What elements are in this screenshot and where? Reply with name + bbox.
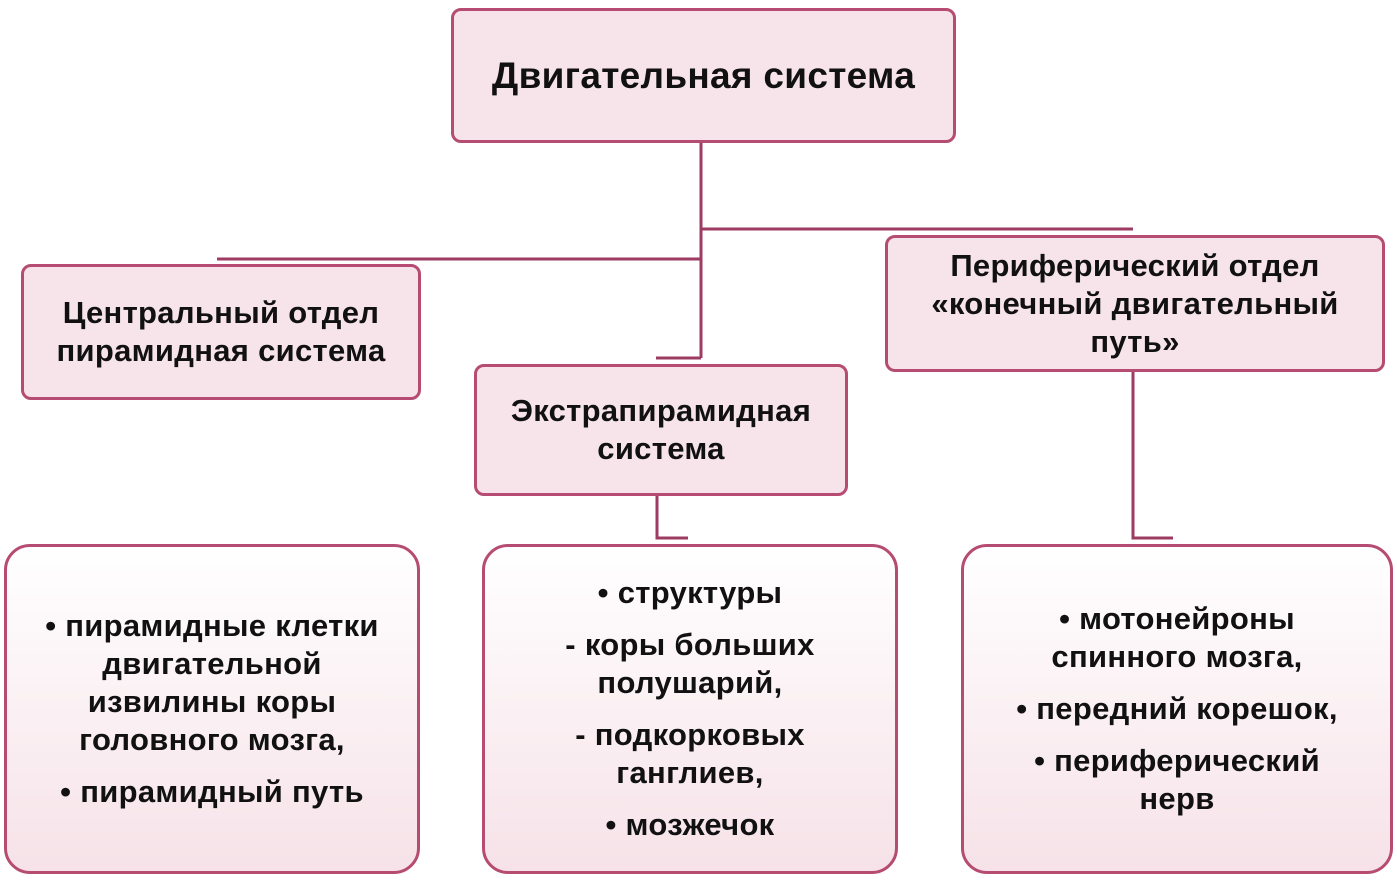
peripheral-box: Периферический отдел «конечный двигатель… [885, 235, 1385, 372]
extrapyramidal-detail-item: • структуры [598, 574, 783, 612]
extrapyramidal-detail-line: - подкорковых [575, 717, 805, 752]
connector-extrapyramidal-details [655, 496, 688, 540]
extrapyramidal-label-line: система [597, 431, 725, 466]
extrapyramidal-label-line: Экстрапирамидная [510, 393, 812, 428]
peripheral-detail-line: • мотонейроны [1059, 601, 1295, 636]
root-title: Двигательная система [491, 54, 916, 96]
peripheral-detail-item: • периферический нерв [1034, 742, 1320, 818]
peripheral-detail-item: • передний корешок, [1016, 690, 1338, 728]
extrapyramidal-detail-line: ганглиев, [616, 755, 764, 790]
central-label-line: Центральный отдел [62, 295, 380, 330]
peripheral-detail-line: • передний корешок, [1016, 691, 1338, 726]
central-detail-line: двигательной [102, 646, 322, 681]
peripheral-detail-item: • мотонейроны спинного мозга, [1051, 600, 1302, 676]
central-detail-line: • пирамидные клетки [45, 608, 379, 643]
peripheral-label-line: путь» [1090, 323, 1180, 359]
peripheral-detail-line: нерв [1139, 781, 1215, 816]
extrapyramidal-details-box: • структуры - коры больших полушарий, - … [482, 544, 898, 874]
extrapyramidal-detail-line: • мозжечок [605, 807, 775, 842]
central-detail-item: • пирамидный путь [60, 773, 364, 811]
peripheral-detail-line: спинного мозга, [1051, 639, 1303, 674]
connector-peripheral-details [1131, 372, 1173, 540]
extrapyramidal-detail-item: • мозжечок [605, 806, 774, 844]
root-box: Двигательная система [451, 8, 956, 143]
extrapyramidal-detail-item: - коры больших полушарий, [565, 626, 814, 702]
central-detail-line: головного мозга, [79, 722, 345, 757]
extrapyramidal-detail-line: • структуры [597, 575, 783, 610]
peripheral-label-line: Периферический отдел [950, 247, 1320, 283]
central-detail-line: извилины коры [87, 684, 337, 719]
central-details-box: • пирамидные клетки двигательной извилин… [4, 544, 420, 874]
extrapyramidal-box: Экстрапирамидная система [474, 364, 848, 496]
peripheral-label-line: «конечный двигательный [931, 285, 1339, 321]
peripheral-details-box: • мотонейроны спинного мозга, • передний… [961, 544, 1393, 874]
extrapyramidal-detail-line: - коры больших [565, 627, 815, 662]
central-label-line: пирамидная система [56, 333, 386, 368]
central-detail-item: • пирамидные клетки двигательной извилин… [45, 607, 379, 759]
peripheral-detail-line: • периферический [1034, 743, 1320, 778]
extrapyramidal-detail-line: полушарий, [597, 665, 783, 700]
extrapyramidal-detail-item: - подкорковых ганглиев, [575, 716, 805, 792]
central-detail-line: • пирамидный путь [60, 774, 364, 809]
central-box: Центральный отдел пирамидная система [21, 264, 421, 400]
